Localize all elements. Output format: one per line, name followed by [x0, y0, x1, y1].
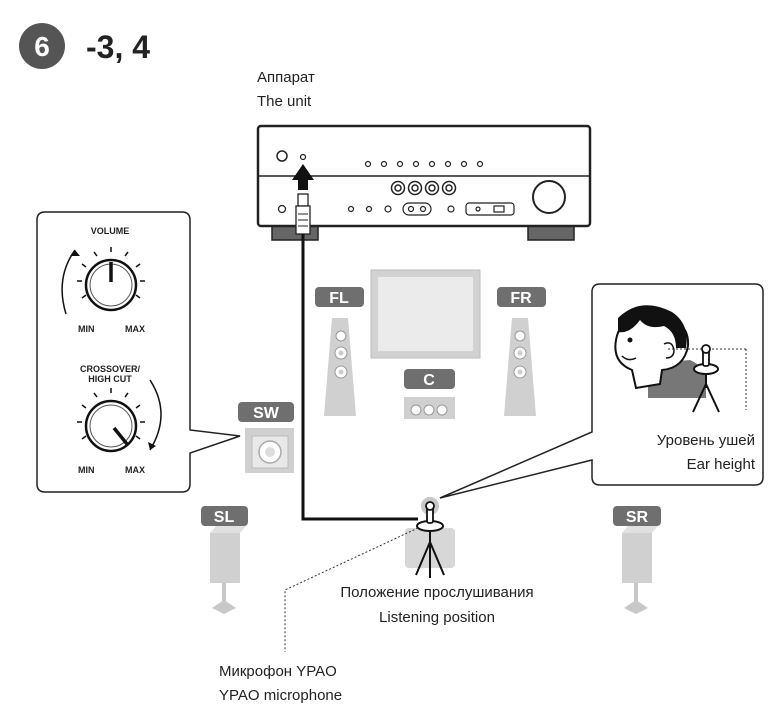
- volume-min-label: MIN: [78, 324, 95, 334]
- av-receiver: [256, 124, 592, 241]
- up-arrow-icon: [292, 164, 314, 190]
- speaker-label-sr: SR: [626, 509, 649, 526]
- speaker-c: C: [404, 369, 455, 419]
- unit-label-en: The unit: [257, 93, 312, 110]
- crossover-label: CROSSOVER/: [80, 364, 141, 374]
- speaker-tag-sw: [238, 402, 294, 422]
- speaker-label-fr: FR: [510, 290, 532, 307]
- television: [370, 269, 481, 359]
- crossover-max-label: MAX: [125, 465, 145, 475]
- listening-position-en: Listening position: [379, 609, 495, 626]
- step-badge: 6 -3, 4: [19, 23, 150, 69]
- speaker-label-sl: SL: [214, 509, 235, 526]
- speaker-tag-fl: [315, 287, 364, 307]
- ear-height-en: Ear height: [687, 456, 756, 473]
- mic-leader-line: [284, 527, 419, 652]
- power-button: [276, 150, 288, 162]
- speaker-sl: SL: [201, 506, 248, 614]
- speaker-label-sw: SW: [253, 405, 280, 422]
- panel-bubble: [36, 211, 241, 493]
- volume-dial: [77, 247, 145, 312]
- speaker-tag-fr: [497, 287, 546, 307]
- microphone-icon: [416, 501, 444, 532]
- speaker-sr: SR: [613, 506, 661, 614]
- receiver-knobs: [390, 180, 457, 196]
- tripod-icon: [415, 531, 445, 578]
- step-substeps: -3, 4: [86, 29, 150, 65]
- step-number: 6: [34, 31, 50, 62]
- receiver-indicators: [364, 160, 484, 168]
- listener-head-icon: [614, 305, 706, 398]
- callout-microphone-icon: [692, 344, 720, 413]
- step-badge-circle: [19, 23, 65, 69]
- listening-position: [405, 497, 455, 578]
- speaker-label-fl: FL: [329, 290, 349, 307]
- volume-knob: [532, 180, 566, 214]
- speaker-tag-sr: [613, 506, 661, 526]
- mic-label-en: YPAO microphone: [219, 687, 342, 704]
- crossover-min-label: MIN: [78, 465, 95, 475]
- ear-height-callout: Уровень ушей Ear height: [439, 283, 764, 499]
- crossover-dial: [77, 388, 145, 453]
- speaker-fl: FL: [315, 287, 364, 416]
- ear-height-ru: Уровень ушей: [657, 432, 755, 449]
- subwoofer-panel-callout: VOLUME MIN MAX CROSSOVER/ HIGH CUT: [36, 211, 241, 493]
- highcut-label: HIGH CUT: [88, 374, 132, 384]
- unit-label-ru: Аппарат: [257, 69, 315, 86]
- volume-max-label: MAX: [125, 324, 145, 334]
- mic-label-ru: Микрофон YPAO: [219, 663, 337, 680]
- speaker-tag-c: [404, 369, 455, 389]
- listening-position-ru: Положение прослушивания: [340, 584, 533, 601]
- receiver-front-jacks: [277, 202, 515, 216]
- speaker-label-c: C: [423, 372, 435, 389]
- speaker-sw: SW: [238, 402, 294, 473]
- speaker-tag-sl: [201, 506, 248, 526]
- speaker-fr: FR: [497, 287, 546, 416]
- volume-label: VOLUME: [91, 226, 130, 236]
- mic-cable: [301, 234, 418, 521]
